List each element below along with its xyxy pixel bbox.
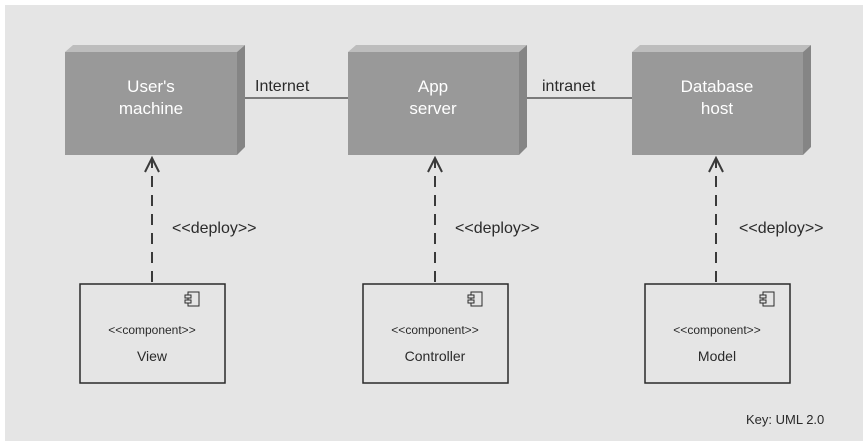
deploy-label-view: <<deploy>> <box>172 220 257 237</box>
deploy-label-controller: <<deploy>> <box>455 220 540 237</box>
node-label-database-host: Database host <box>632 76 802 120</box>
component-name-model: Model <box>697 348 737 364</box>
diagram-graphics <box>65 45 811 384</box>
link-label-internet: Internet <box>255 78 310 95</box>
deploy-arrow-view <box>144 155 160 282</box>
component-box-view <box>79 283 226 384</box>
deploy-arrow-controller <box>427 155 443 282</box>
diagram-key: Key: UML 2.0 <box>746 412 825 427</box>
component-stereotype-controller: <<component>> <box>391 323 479 337</box>
component-name-view: View <box>136 348 168 364</box>
component-icon <box>759 291 775 307</box>
deployment-diagram: User's machine App server Database host … <box>5 5 863 441</box>
node-label-app-server: App server <box>348 76 518 120</box>
component-name-controller: Controller <box>404 348 466 364</box>
component-stereotype-view: <<component>> <box>108 323 196 337</box>
deploy-label-model: <<deploy>> <box>739 220 824 237</box>
node-label-line: Database <box>680 77 754 96</box>
node-label-users-machine: User's machine <box>66 76 236 120</box>
component-stereotype-model: <<component>> <box>673 323 761 337</box>
node-database-host <box>632 45 811 155</box>
node-users-machine <box>65 45 245 155</box>
node-label-line: machine <box>118 99 184 118</box>
link-label-intranet: intranet <box>542 78 596 95</box>
component-icon <box>184 291 200 307</box>
node-label-line: host <box>700 99 734 118</box>
node-label-line: App <box>417 77 449 96</box>
component-icon <box>467 291 483 307</box>
node-label-line: User's <box>127 77 175 96</box>
node-label-line: server <box>409 99 457 118</box>
deploy-arrow-model <box>708 155 724 282</box>
node-app-server <box>348 45 527 155</box>
component-box-controller <box>362 283 509 384</box>
